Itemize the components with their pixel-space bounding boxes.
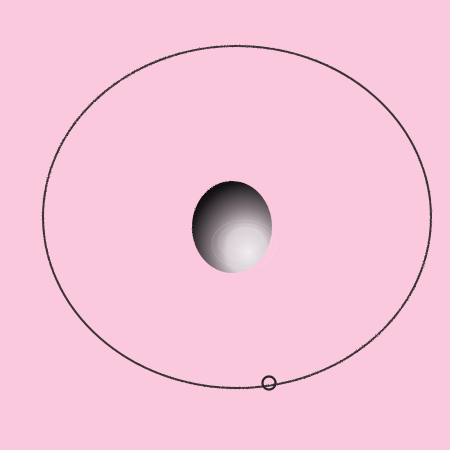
planet-sphere-icon bbox=[192, 181, 272, 273]
moon-ring-icon bbox=[261, 375, 277, 391]
orbit-ellipse-icon bbox=[42, 45, 432, 389]
planet-hatching bbox=[211, 219, 277, 269]
